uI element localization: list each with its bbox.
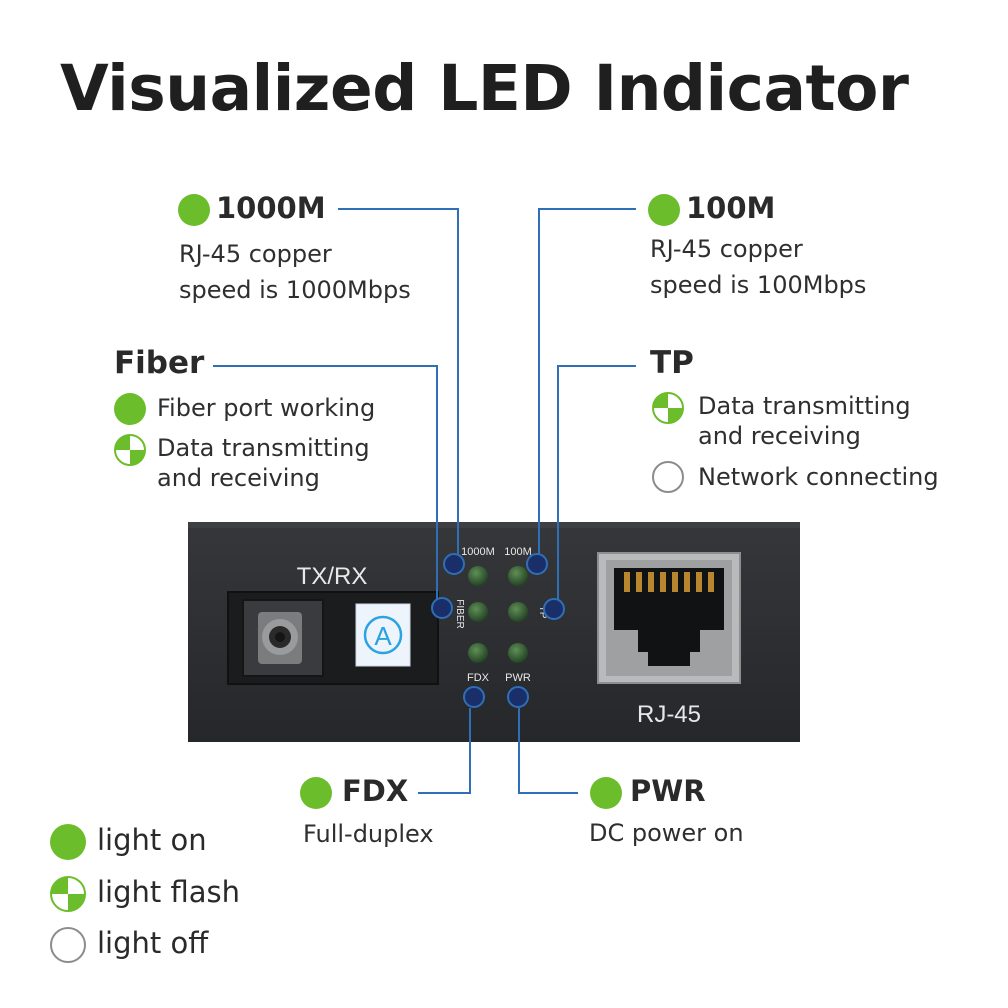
legend-on-label: light on	[97, 823, 207, 857]
led-label-fiber: FIBER	[454, 599, 465, 628]
callout-100m-desc: RJ-45 copper speed is 100Mbps	[650, 231, 866, 303]
port-label-rj45: RJ-45	[637, 701, 701, 728]
led-label-1000m: 1000M	[461, 546, 495, 558]
port-label-txrx: TX/RX	[297, 563, 368, 590]
callout-tp-item1-line2: and receiving	[698, 422, 861, 450]
rj45-port	[597, 552, 741, 684]
legend-off-label: light off	[97, 926, 209, 960]
status-dot-on-icon	[648, 194, 680, 226]
callout-1000m-line2: speed is 1000Mbps	[179, 276, 411, 304]
fiber-port: A	[227, 591, 439, 685]
callout-fiber-item1: Fiber port working	[157, 394, 376, 422]
status-dot-on-icon	[590, 777, 622, 809]
line-fiber	[213, 365, 438, 606]
callout-pwr-heading: PWR	[630, 774, 706, 808]
line-tp	[557, 365, 636, 606]
status-dot-on-icon	[114, 393, 146, 425]
line-100m	[538, 208, 636, 562]
legend-flash-label: light flash	[97, 875, 241, 909]
status-dot-off-icon	[652, 461, 684, 493]
legend-off-icon	[50, 927, 86, 963]
page-title: Visualized LED Indicator	[60, 52, 909, 125]
led-label-tp: TP	[537, 606, 548, 619]
led-1000m	[468, 566, 488, 586]
led-label-fdx: FDX	[467, 672, 490, 684]
callout-tp-item1-line1: Data transmitting	[698, 392, 911, 420]
callout-tp-item1: Data transmitting and receiving	[698, 391, 911, 451]
callout-pwr-desc: DC power on	[589, 819, 744, 847]
led-label-100m: 100M	[504, 546, 532, 558]
led-fdx	[468, 643, 488, 663]
callout-tp-heading: TP	[650, 345, 694, 381]
status-dot-on-icon	[300, 777, 332, 809]
status-dot-on-icon	[178, 194, 210, 226]
led-pwr	[508, 643, 528, 663]
status-dot-flash-icon	[652, 392, 684, 424]
callout-rings	[431, 553, 565, 708]
callout-lines	[213, 208, 636, 794]
callout-fiber-heading: Fiber	[114, 345, 205, 381]
line-1000m	[338, 208, 459, 562]
line-fdx	[418, 708, 471, 794]
callout-1000m-line1: RJ-45 copper	[179, 240, 332, 268]
status-dot-flash-icon	[114, 434, 146, 466]
callout-fdx-heading: FDX	[342, 774, 409, 808]
callout-tp-item2: Network connecting	[698, 463, 939, 491]
line-pwr	[518, 708, 578, 794]
sticker-letter: A	[374, 621, 392, 651]
callout-fiber-item2-line1: Data transmitting	[157, 434, 370, 462]
led-fiber	[468, 602, 488, 622]
legend-flash-icon	[50, 876, 86, 912]
callout-fiber-item2: Data transmitting and receiving	[157, 433, 370, 493]
callout-1000m-desc: RJ-45 copper speed is 1000Mbps	[179, 236, 411, 308]
callout-100m-heading: 100M	[686, 191, 776, 225]
callout-100m-line2: speed is 100Mbps	[650, 271, 867, 299]
legend-on-icon	[50, 824, 86, 860]
callout-100m-line1: RJ-45 copper	[650, 235, 803, 263]
led-100m	[508, 566, 528, 586]
callout-1000m-heading: 1000M	[216, 191, 326, 225]
callout-fdx-desc: Full-duplex	[303, 820, 434, 848]
led-label-pwr: PWR	[505, 672, 531, 684]
callout-fiber-item2-line2: and receiving	[157, 464, 320, 492]
led-tp	[508, 602, 528, 622]
